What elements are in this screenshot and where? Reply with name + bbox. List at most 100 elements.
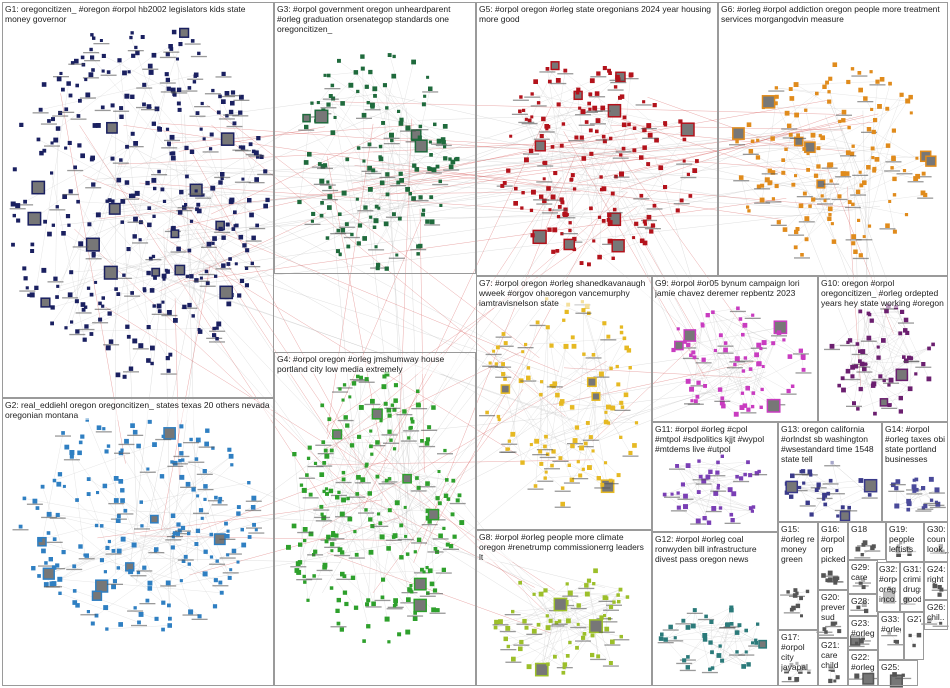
node-g10[interactable] bbox=[862, 366, 867, 372]
node-g6[interactable] bbox=[923, 192, 928, 198]
node-g2[interactable] bbox=[55, 563, 60, 568]
node-g11[interactable] bbox=[751, 505, 756, 509]
node-g6[interactable] bbox=[871, 129, 876, 135]
node-g3[interactable] bbox=[378, 144, 383, 149]
node-g3[interactable] bbox=[326, 180, 330, 184]
node-g2[interactable] bbox=[168, 616, 172, 621]
node-g4[interactable] bbox=[339, 511, 345, 517]
node-g2[interactable] bbox=[254, 528, 258, 532]
node-g5[interactable] bbox=[596, 71, 601, 76]
node-g5[interactable] bbox=[588, 128, 593, 133]
node-g1[interactable] bbox=[197, 51, 201, 56]
node-g3[interactable] bbox=[455, 156, 460, 162]
node-g2[interactable] bbox=[72, 589, 77, 593]
node-g6[interactable] bbox=[760, 183, 765, 188]
node-g6[interactable] bbox=[820, 194, 824, 198]
node-g4[interactable] bbox=[307, 445, 312, 450]
node-g20[interactable] bbox=[822, 627, 827, 631]
node-g6[interactable] bbox=[870, 146, 875, 151]
node-g10[interactable] bbox=[903, 328, 908, 333]
node-g8[interactable] bbox=[545, 614, 549, 618]
node-g3[interactable] bbox=[333, 115, 337, 119]
node-g1[interactable] bbox=[80, 55, 85, 60]
node-g4[interactable] bbox=[408, 588, 413, 593]
node-g4[interactable] bbox=[330, 549, 334, 553]
node-g5[interactable] bbox=[622, 115, 627, 120]
node-g4[interactable] bbox=[353, 605, 359, 610]
node-g1[interactable] bbox=[94, 280, 98, 284]
node-g1[interactable] bbox=[148, 69, 154, 75]
node-g1[interactable] bbox=[150, 345, 155, 351]
node-g7[interactable] bbox=[581, 308, 586, 313]
node-g1[interactable] bbox=[41, 267, 47, 273]
node-g2[interactable] bbox=[113, 498, 119, 503]
node-g3[interactable] bbox=[374, 204, 379, 209]
node-g5[interactable] bbox=[556, 102, 561, 107]
node-g2[interactable] bbox=[62, 484, 66, 488]
node-g18[interactable] bbox=[855, 546, 861, 552]
node-g1[interactable] bbox=[138, 343, 144, 349]
node-g4[interactable] bbox=[422, 570, 426, 574]
node-g1[interactable] bbox=[119, 158, 123, 162]
node-g1[interactable] bbox=[189, 274, 194, 279]
node-g5[interactable] bbox=[601, 219, 606, 223]
node-g1[interactable] bbox=[265, 197, 270, 203]
node-g6[interactable] bbox=[813, 173, 819, 178]
node-g7[interactable] bbox=[628, 366, 632, 370]
node-g1[interactable] bbox=[108, 339, 114, 344]
node-g5[interactable] bbox=[550, 61, 560, 71]
node-g6[interactable] bbox=[885, 143, 891, 148]
node-g4[interactable] bbox=[341, 477, 346, 482]
node-g2[interactable] bbox=[154, 547, 159, 552]
node-g5[interactable] bbox=[542, 198, 547, 204]
node-g7[interactable] bbox=[583, 441, 588, 446]
node-g13[interactable] bbox=[822, 492, 828, 498]
node-g9[interactable] bbox=[742, 403, 748, 408]
node-g2[interactable] bbox=[75, 498, 79, 502]
node-g7[interactable] bbox=[622, 336, 627, 341]
node-g12[interactable] bbox=[660, 632, 664, 637]
node-g1[interactable] bbox=[146, 270, 151, 276]
node-g7[interactable] bbox=[526, 366, 531, 370]
node-g7[interactable] bbox=[623, 392, 629, 398]
node-g11[interactable] bbox=[670, 492, 674, 496]
node-g10[interactable] bbox=[850, 374, 855, 379]
node-g1[interactable] bbox=[176, 87, 182, 92]
node-g10[interactable] bbox=[866, 311, 871, 316]
node-g1[interactable] bbox=[64, 326, 68, 330]
node-g7[interactable] bbox=[576, 460, 580, 464]
node-g1[interactable] bbox=[232, 121, 237, 126]
node-g11[interactable] bbox=[702, 516, 707, 521]
node-g2[interactable] bbox=[120, 488, 125, 493]
node-g4[interactable] bbox=[438, 533, 443, 539]
node-g4[interactable] bbox=[368, 549, 374, 555]
node-g8[interactable] bbox=[562, 666, 566, 670]
node-g5[interactable] bbox=[506, 168, 511, 173]
node-g1[interactable] bbox=[12, 167, 17, 172]
node-g2[interactable] bbox=[227, 575, 232, 580]
node-g4[interactable] bbox=[386, 407, 392, 413]
node-g5[interactable] bbox=[663, 185, 668, 190]
node-g5[interactable] bbox=[658, 165, 664, 171]
node-g3[interactable] bbox=[363, 205, 368, 210]
node-g10[interactable] bbox=[926, 376, 932, 382]
node-g1[interactable] bbox=[89, 47, 93, 52]
node-g6[interactable] bbox=[735, 139, 739, 144]
node-g1[interactable] bbox=[170, 155, 176, 161]
node-g1[interactable] bbox=[212, 236, 217, 241]
node-g1[interactable] bbox=[117, 58, 122, 63]
node-g12[interactable] bbox=[708, 640, 713, 645]
node-g1[interactable] bbox=[170, 229, 180, 239]
node-g5[interactable] bbox=[634, 221, 639, 226]
node-g15[interactable] bbox=[805, 589, 810, 594]
node-g1[interactable] bbox=[55, 295, 59, 299]
node-g5[interactable] bbox=[575, 90, 580, 95]
node-g7[interactable] bbox=[501, 372, 506, 377]
node-g1[interactable] bbox=[157, 126, 161, 130]
node-g5[interactable] bbox=[543, 160, 548, 165]
node-g4[interactable] bbox=[324, 539, 329, 544]
node-g1[interactable] bbox=[146, 104, 152, 109]
node-g5[interactable] bbox=[642, 219, 647, 224]
node-g4[interactable] bbox=[429, 581, 435, 587]
node-g4[interactable] bbox=[420, 567, 424, 572]
